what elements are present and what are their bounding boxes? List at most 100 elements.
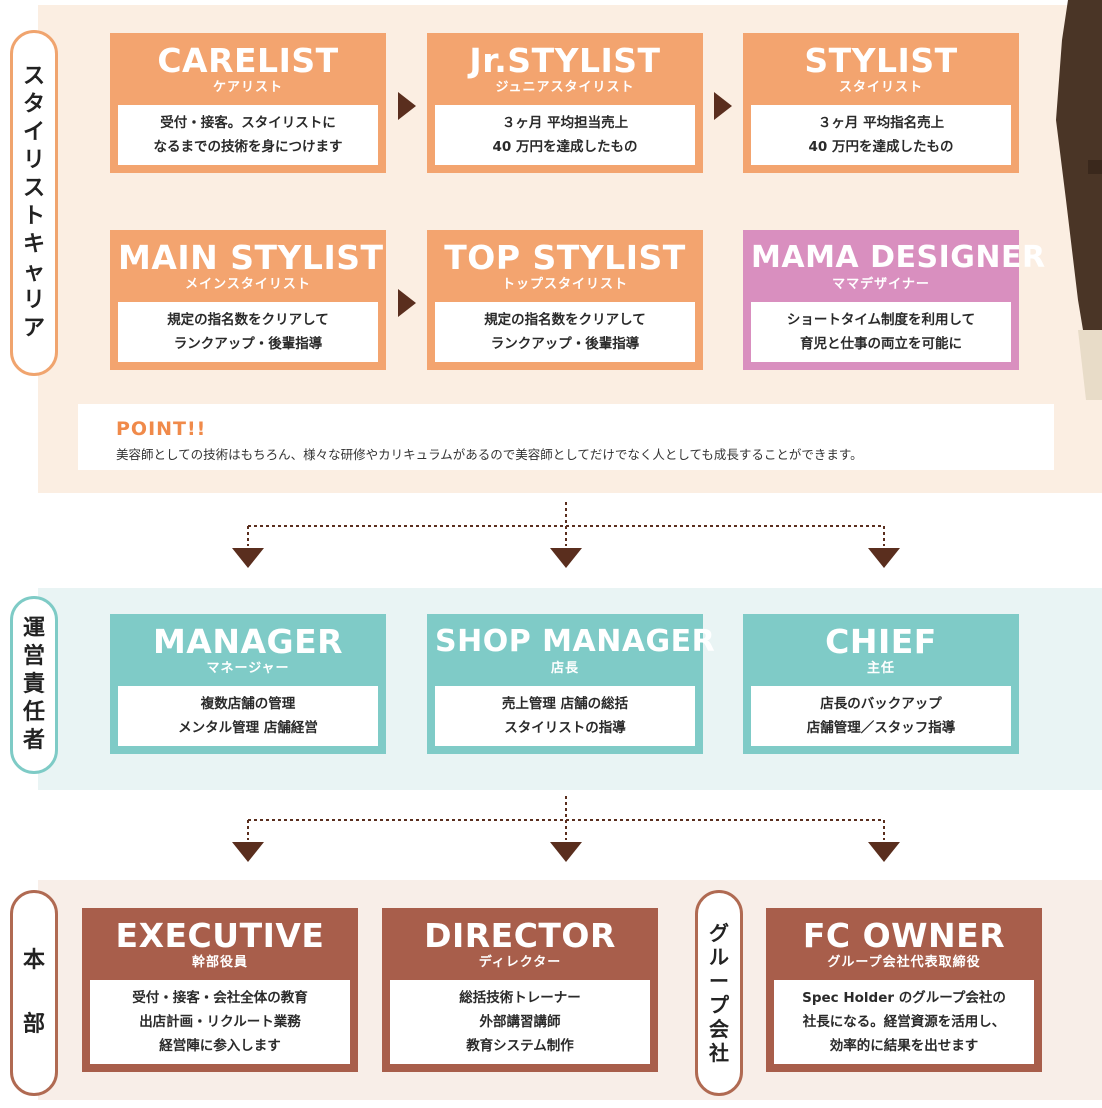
card-subtitle: ママデザイナー bbox=[832, 277, 930, 292]
card-subtitle: ディレクター bbox=[478, 955, 562, 970]
headquarters-label: 本 部 bbox=[10, 890, 58, 1096]
label-char: 部 bbox=[22, 1012, 45, 1037]
arrow-down-icon bbox=[868, 842, 900, 862]
desc-line: なるまでの技術を身につけます bbox=[153, 139, 343, 155]
label-char: 任 bbox=[22, 700, 45, 725]
card-subtitle: スタイリスト bbox=[838, 80, 923, 95]
card-description: 売上管理 店舗の総括 スタイリストの指導 bbox=[435, 686, 695, 746]
card-title: DIRECTOR bbox=[424, 916, 616, 955]
desc-line: 店舗管理／スタッフ指導 bbox=[806, 720, 956, 736]
desc-line: 複数店舗の管理 bbox=[200, 696, 296, 712]
label-char: キ bbox=[22, 232, 45, 257]
card-subtitle: 店長 bbox=[550, 661, 579, 676]
card-title: CHIEF bbox=[825, 622, 937, 661]
card-description: 総括技術トレーナー 外部講習講師 教育システム制作 bbox=[390, 980, 650, 1064]
card-director: DIRECTOR ディレクター 総括技術トレーナー 外部講習講師 教育システム制… bbox=[382, 908, 658, 1072]
label-char: プ bbox=[709, 993, 729, 1017]
desc-line: 40 万円を達成したもの bbox=[808, 139, 954, 155]
label-char: グ bbox=[709, 921, 729, 945]
card-description: 規定の指名数をクリアして ランクアップ・後輩指導 bbox=[435, 302, 695, 362]
card-manager: MANAGER マネージャー 複数店舗の管理 メンタル管理 店舗経営 bbox=[110, 614, 386, 754]
card-description: ３ヶ月 平均指名売上 40 万円を達成したもの bbox=[751, 105, 1011, 165]
connector-arrows bbox=[232, 796, 900, 862]
desc-line: 効率的に結果を出せます bbox=[829, 1038, 979, 1054]
arrow-down-icon bbox=[550, 548, 582, 568]
label-char: ア bbox=[22, 316, 45, 341]
label-char: リ bbox=[22, 288, 45, 313]
card-title: SHOP MANAGER bbox=[435, 624, 716, 659]
card-description: Spec Holder のグループ会社の 社長になる。経営資源を活用し、 効率的… bbox=[774, 980, 1034, 1064]
card-description: 受付・接客・会社全体の教育 出店計画・リクルート業務 経営陣に参入します bbox=[90, 980, 350, 1064]
desc-line: ３ヶ月 平均指名売上 bbox=[817, 115, 945, 131]
label-char: 本 bbox=[22, 948, 45, 973]
card-shop-manager: SHOP MANAGER 店長 売上管理 店舗の総括 スタイリストの指導 bbox=[427, 614, 716, 754]
card-title: CARELIST bbox=[157, 41, 339, 80]
desc-line: ３ヶ月 平均担当売上 bbox=[501, 115, 629, 131]
arrow-right-icon bbox=[398, 289, 416, 317]
point-box: POINT!! 美容師としての技術はもちろん、様々な研修やカリキュラムがあるので… bbox=[78, 404, 1054, 470]
desc-line: 店長のバックアップ bbox=[820, 696, 942, 712]
label-char: イ bbox=[22, 120, 45, 145]
group-company-label: グ ル ー プ 会 社 bbox=[695, 890, 743, 1096]
card-subtitle: ケアリスト bbox=[212, 80, 283, 95]
arrow-down-icon bbox=[232, 548, 264, 568]
desc-line: ランクアップ・後輩指導 bbox=[490, 336, 640, 352]
label-char: ル bbox=[709, 945, 729, 969]
label-char: ー bbox=[709, 969, 729, 993]
card-title: FC OWNER bbox=[802, 916, 1006, 955]
desc-line: 社長になる。経営資源を活用し、 bbox=[802, 1014, 1006, 1030]
label-char: 責 bbox=[22, 672, 45, 697]
arrow-right-icon bbox=[398, 92, 416, 120]
card-chief: CHIEF 主任 店長のバックアップ 店舗管理／スタッフ指導 bbox=[743, 614, 1019, 754]
label-char: 運 bbox=[22, 616, 45, 641]
card-mama-designer: MAMA DESIGNER ママデザイナー ショートタイム制度を利用して 育児と… bbox=[743, 230, 1046, 370]
card-title: MANAGER bbox=[152, 622, 344, 661]
desc-line: 40 万円を達成したもの bbox=[492, 139, 638, 155]
card-description: 受付・接客。スタイリストに なるまでの技術を身につけます bbox=[118, 105, 378, 165]
desc-line: 受付・接客・会社全体の教育 bbox=[132, 990, 308, 1006]
card-title: TOP STYLIST bbox=[444, 238, 686, 277]
card-subtitle: 主任 bbox=[866, 661, 895, 676]
label-char: ス bbox=[22, 64, 45, 89]
person-photo bbox=[1056, 0, 1102, 400]
desc-line: 規定の指名数をクリアして bbox=[484, 312, 646, 328]
desc-line: ランクアップ・後輩指導 bbox=[173, 336, 323, 352]
arrow-down-icon bbox=[232, 842, 264, 862]
connector-arrows bbox=[232, 502, 900, 568]
card-description: 複数店舗の管理 メンタル管理 店舗経営 bbox=[118, 686, 378, 746]
desc-line: 出店計画・リクルート業務 bbox=[139, 1014, 301, 1030]
card-jr-stylist: Jr.STYLIST ジュニアスタイリスト ３ヶ月 平均担当売上 40 万円を達… bbox=[427, 33, 703, 173]
label-char: ス bbox=[22, 176, 45, 201]
point-text: 美容師としての技術はもちろん、様々な研修やカリキュラムがあるので美容師としてだけ… bbox=[116, 447, 863, 462]
card-subtitle: マネージャー bbox=[206, 661, 290, 676]
desc-line: 育児と仕事の両立を可能に bbox=[800, 336, 962, 352]
card-title: Jr.STYLIST bbox=[469, 41, 661, 80]
card-fc-owner: FC OWNER グループ会社代表取締役 Spec Holder のグループ会社… bbox=[766, 908, 1042, 1072]
desc-line: 売上管理 店舗の総括 bbox=[501, 696, 629, 712]
card-description: 店長のバックアップ 店舗管理／スタッフ指導 bbox=[751, 686, 1011, 746]
card-main-stylist: MAIN STYLIST メインスタイリスト 規定の指名数をクリアして ランクア… bbox=[110, 230, 386, 370]
label-char: ャ bbox=[22, 260, 45, 285]
desc-line: Spec Holder のグループ会社の bbox=[802, 990, 1006, 1006]
point-title: POINT!! bbox=[116, 418, 207, 440]
label-char: リ bbox=[22, 148, 45, 173]
desc-line: スタイリストの指導 bbox=[504, 720, 626, 736]
label-char: 会 bbox=[709, 1017, 729, 1041]
label-char: タ bbox=[22, 92, 45, 117]
card-title: EXECUTIVE bbox=[115, 916, 325, 955]
card-carelist: CARELIST ケアリスト 受付・接客。スタイリストに なるまでの技術を身につ… bbox=[110, 33, 386, 173]
card-executive: EXECUTIVE 幹部役員 受付・接客・会社全体の教育 出店計画・リクルート業… bbox=[82, 908, 358, 1072]
arrow-down-icon bbox=[550, 842, 582, 862]
card-stylist: STYLIST スタイリスト ３ヶ月 平均指名売上 40 万円を達成したもの bbox=[743, 33, 1019, 173]
desc-line: メンタル管理 店舗経営 bbox=[178, 720, 318, 736]
desc-line: 規定の指名数をクリアして bbox=[167, 312, 329, 328]
desc-line: 教育システム制作 bbox=[466, 1038, 574, 1054]
card-title: STYLIST bbox=[804, 41, 958, 80]
arrow-down-icon bbox=[868, 548, 900, 568]
card-subtitle: トップスタイリスト bbox=[501, 277, 628, 292]
card-description: ショートタイム制度を利用して 育児と仕事の両立を可能に bbox=[751, 302, 1011, 362]
arrow-right-icon bbox=[714, 92, 732, 120]
desc-line: ショートタイム制度を利用して bbox=[786, 312, 976, 328]
card-title: MAMA DESIGNER bbox=[751, 240, 1046, 275]
management-label: 運 営 責 任 者 bbox=[10, 596, 58, 774]
